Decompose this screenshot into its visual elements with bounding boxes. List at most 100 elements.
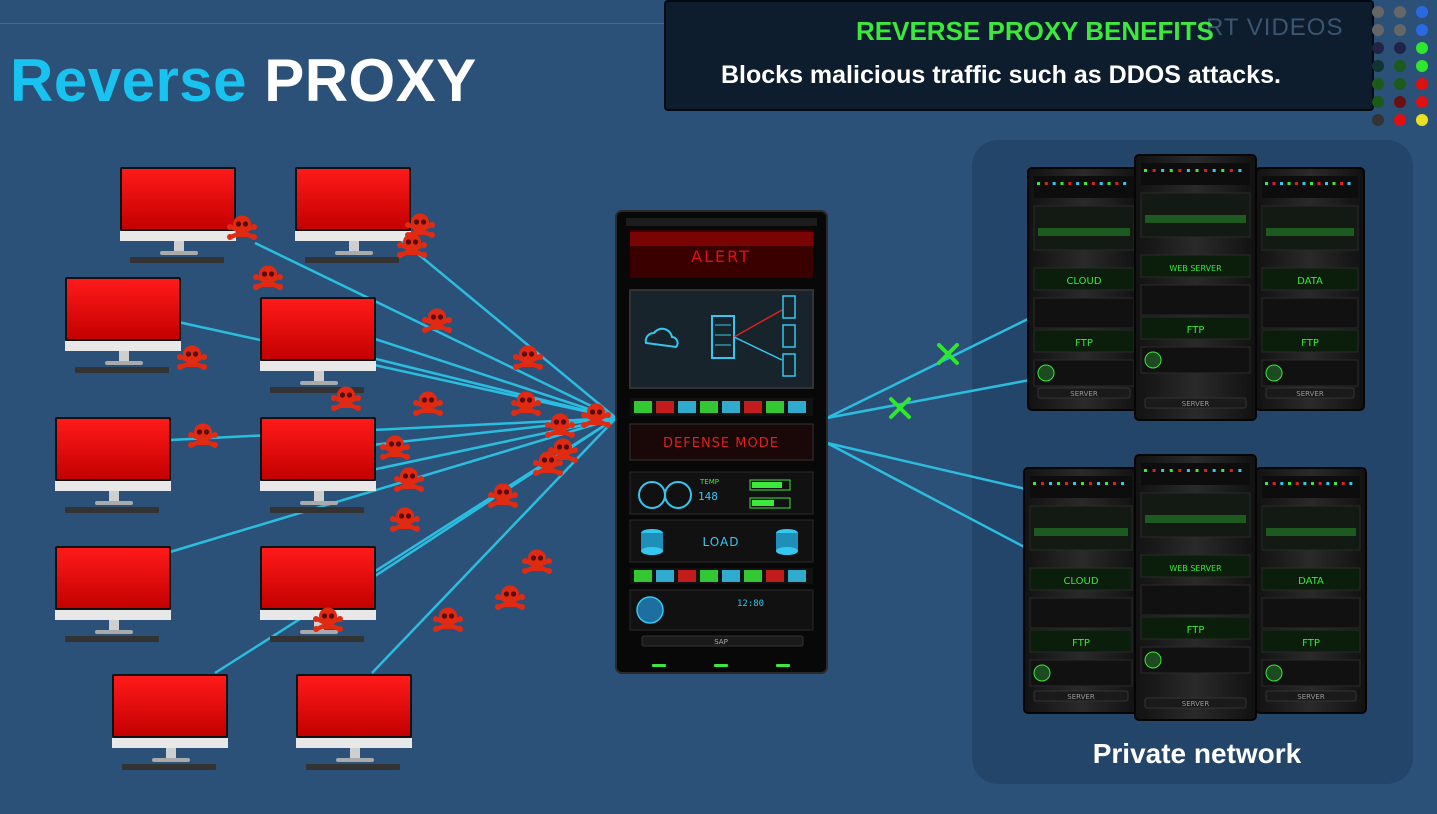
- globe-icon: [636, 596, 664, 624]
- connection-line: [371, 416, 617, 447]
- client-computers: [55, 167, 412, 770]
- server-rack: CLOUD FTP SERVER: [1023, 467, 1139, 714]
- status-led: [634, 570, 652, 582]
- connection-line: [826, 316, 1031, 420]
- private-network-label: Private network: [1092, 738, 1302, 769]
- proxy-footer-label: SAP: [714, 638, 728, 646]
- client-monitor: [112, 674, 228, 770]
- client-monitor: [295, 167, 411, 263]
- connection-line: [371, 356, 617, 420]
- connection-line: [169, 416, 617, 554]
- skull-icon: [413, 392, 443, 417]
- server-rack-label: DATA: [1298, 576, 1324, 587]
- server-footer-label: SERVER: [1067, 693, 1095, 701]
- title-word-1: Reverse: [10, 47, 248, 114]
- status-dot: [1372, 6, 1384, 18]
- top-divider: [0, 23, 665, 24]
- status-dot: [1394, 96, 1406, 108]
- skull-icon: [513, 346, 543, 371]
- server-ftp-label: FTP: [1072, 638, 1090, 649]
- status-led: [766, 570, 784, 582]
- status-led: [722, 401, 740, 413]
- skull-icon: [253, 266, 283, 291]
- skull-icon: [188, 424, 218, 449]
- skull-icon: [394, 468, 424, 493]
- skull-icon: [177, 346, 207, 371]
- status-dot: [1394, 114, 1406, 126]
- benefits-banner: RT VIDEOS REVERSE PROXY BENEFITS Blocks …: [664, 0, 1374, 111]
- client-monitor: [55, 417, 171, 513]
- status-led: [766, 401, 784, 413]
- blocked-traffic: [889, 343, 959, 419]
- status-dot: [1372, 78, 1384, 90]
- server-ftp-label: FTP: [1187, 325, 1205, 336]
- status-dot: [1394, 42, 1406, 54]
- globe-icon: [1265, 664, 1283, 682]
- client-monitor: [296, 674, 412, 770]
- skull-icon: [422, 309, 452, 334]
- client-monitor: [260, 297, 376, 393]
- status-led: [678, 570, 696, 582]
- globe-icon: [1037, 364, 1055, 382]
- status-dot: [1416, 114, 1428, 126]
- status-led: [722, 570, 740, 582]
- connection-line: [177, 320, 617, 420]
- server-footer-label: SERVER: [1296, 390, 1324, 398]
- status-dot: [1372, 96, 1384, 108]
- status-dot: [1416, 42, 1428, 54]
- status-dot: [1416, 78, 1428, 90]
- server-footer-label: SERVER: [1182, 700, 1210, 708]
- server-rack-label: DATA: [1297, 276, 1323, 287]
- status-dot: [1372, 114, 1384, 126]
- skull-icon: [390, 508, 420, 533]
- connection-line: [371, 416, 617, 472]
- server-rack: WEB SERVER FTP SERVER: [1134, 154, 1257, 421]
- globe-icon: [1144, 351, 1162, 369]
- status-dot: [1394, 6, 1406, 18]
- skull-icon: [522, 550, 552, 575]
- banner-body: Blocks malicious traffic such as DDOS at…: [721, 61, 1281, 89]
- private-servers: CLOUD FTP SERVER DATA FTP SERVER WEB SERVER FTP…: [1023, 154, 1367, 721]
- status-dot: [1416, 6, 1428, 18]
- connection-line: [826, 441, 1031, 492]
- proxy-load-label: LOAD: [703, 535, 740, 549]
- server-rack-label: WEB SERVER: [1169, 264, 1222, 273]
- status-dot: [1416, 60, 1428, 72]
- server-footer-label: SERVER: [1070, 390, 1098, 398]
- status-led: [788, 570, 806, 582]
- skull-icon: [545, 414, 575, 439]
- server-rack: DATA FTP SERVER: [1255, 167, 1365, 411]
- status-dot: [1394, 24, 1406, 36]
- skull-icon: [380, 436, 410, 461]
- blocked-x-icon: [937, 343, 959, 365]
- status-led: [744, 401, 762, 413]
- globe-icon: [1265, 364, 1283, 382]
- status-led: [678, 401, 696, 413]
- server-ftp-label: FTP: [1301, 338, 1319, 349]
- cloud-icon: [644, 327, 679, 349]
- status-dot: [1372, 42, 1384, 54]
- connection-line: [826, 441, 1031, 552]
- malicious-traffic: [177, 214, 611, 633]
- status-dot: [1416, 96, 1428, 108]
- connection-line: [371, 336, 617, 420]
- connection-line: [254, 241, 617, 420]
- blocked-x-icon: [889, 397, 911, 419]
- status-dot: [1372, 60, 1384, 72]
- proxy-temp-label: TEMP: [699, 478, 719, 486]
- client-monitor: [55, 546, 171, 642]
- server-rack-label: CLOUD: [1063, 576, 1098, 587]
- status-led: [700, 401, 718, 413]
- server-footer-label: SERVER: [1297, 693, 1325, 701]
- fan-icon: [664, 481, 692, 509]
- status-led: [656, 401, 674, 413]
- globe-icon: [1033, 664, 1051, 682]
- skull-icon: [433, 608, 463, 633]
- server-footer-label: SERVER: [1182, 400, 1210, 408]
- skull-icon: [488, 484, 518, 509]
- banner-watermark: RT VIDEOS: [1206, 14, 1344, 41]
- proxy-temp-value: 148: [698, 490, 718, 503]
- status-dot: [1416, 24, 1428, 36]
- reverse-proxy-server: ALERT DEFENSE MODE TEMP 148 LOAD: [615, 210, 828, 674]
- status-led: [634, 401, 652, 413]
